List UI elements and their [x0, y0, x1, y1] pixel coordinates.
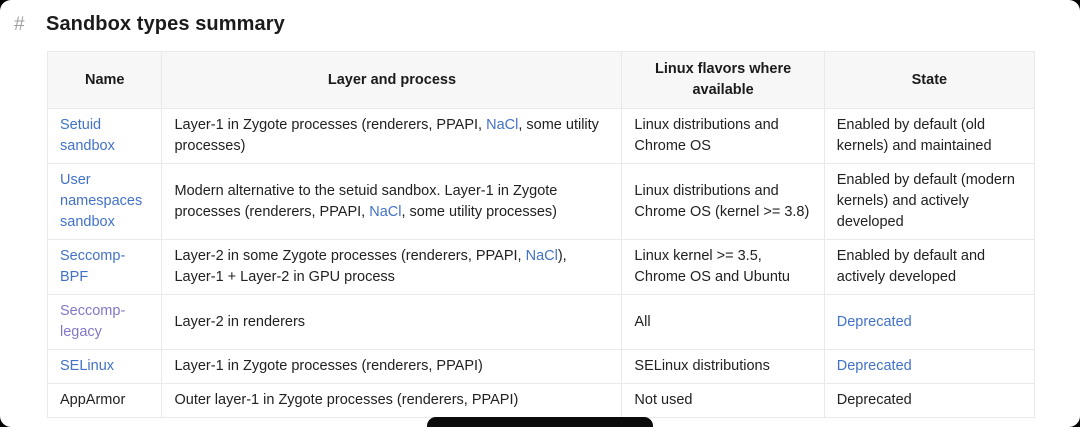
name-cell: AppArmor — [46, 383, 163, 418]
column-header: Name — [46, 51, 163, 109]
layer-cell: Modern alternative to the setuid sandbox… — [161, 163, 623, 240]
heading-anchor-icon[interactable]: # — [14, 13, 25, 35]
name-cell: Seccomp-BPF — [46, 239, 163, 295]
state-cell: Enabled by default (old kernels) and mai… — [823, 108, 1036, 164]
section-heading: # Sandbox types summary — [0, 0, 1080, 36]
name-cell: SELinux — [46, 349, 163, 384]
name-cell: Setuid sandbox — [46, 108, 163, 164]
bottom-bar — [427, 417, 653, 427]
name-cell: User namespaces sandbox — [46, 163, 163, 240]
layer-text: , some utility processes) — [401, 203, 558, 220]
flavors-text: Linux kernel >= 3.5, Chrome OS and Ubunt… — [634, 248, 790, 285]
layer-text: Layer-1 in Zygote processes (renderers, … — [174, 117, 487, 133]
state-text: Deprecated — [836, 392, 912, 408]
table-row: SELinux Layer-1 in Zygote processes (rend… — [46, 349, 1036, 384]
flavors-text: All — [634, 313, 651, 330]
layer-cell: Layer-2 in renderers — [161, 294, 623, 350]
table-row: User namespaces sandbox Modern alternativ… — [46, 163, 1036, 240]
table-row: Setuid sandbox Layer-1 in Zygote processe… — [46, 108, 1036, 164]
sandbox-link[interactable]: Seccomp-BPF — [60, 248, 126, 285]
sandbox-link[interactable]: User namespaces sandbox — [60, 172, 143, 230]
state-cell: Deprecated — [823, 294, 1036, 350]
layer-cell: Outer layer-1 in Zygote processes (rende… — [161, 383, 623, 418]
flavors-cell: Linux kernel >= 3.5, Chrome OS and Ubunt… — [621, 239, 825, 295]
table-row: Seccomp-BPF Layer-2 in some Zygote proces… — [46, 239, 1036, 295]
sandbox-link[interactable]: Seccomp-legacy — [60, 303, 126, 340]
state-cell: Deprecated — [823, 383, 1036, 418]
layer-text: Layer-2 in some Zygote processes (render… — [174, 248, 526, 264]
name-cell: Seccomp-legacy — [46, 294, 163, 350]
flavors-text: Not used — [634, 392, 693, 408]
state-text: Enabled by default and actively develope… — [836, 248, 986, 285]
table-row: AppArmor Outer layer-1 in Zygote processe… — [46, 383, 1036, 418]
state-cell: Enabled by default and actively develope… — [823, 239, 1036, 295]
state-text: Enabled by default (old kernels) and mai… — [836, 117, 992, 154]
layer-cell: Layer-1 in Zygote processes (renderers, … — [161, 108, 623, 164]
table-row: Seccomp-legacy Layer-2 in renderers All Dep… — [46, 294, 1036, 350]
layer-text: Modern alternative to the setuid sandbox… — [174, 182, 558, 220]
flavors-cell: All — [621, 294, 825, 350]
column-header: State — [823, 51, 1036, 109]
column-header: Linux flavors where available — [621, 51, 825, 109]
sandbox-name: AppArmor — [60, 392, 126, 408]
flavors-cell: Not used — [621, 383, 825, 418]
state-cell: Deprecated — [823, 349, 1036, 384]
inline-link[interactable]: NaCl — [486, 117, 519, 133]
flavors-cell: Linux distributions and Chrome OS — [621, 108, 825, 164]
sandbox-link[interactable]: SELinux — [60, 358, 115, 374]
flavors-text: Linux distributions and Chrome OS (kerne… — [634, 182, 810, 220]
inline-link[interactable]: NaCl — [525, 248, 558, 264]
layer-cell: Layer-2 in some Zygote processes (render… — [161, 239, 623, 295]
page-title: Sandbox types summary — [46, 13, 285, 35]
flavors-cell: Linux distributions and Chrome OS (kerne… — [621, 163, 825, 240]
layer-cell: Layer-1 in Zygote processes (renderers, … — [161, 349, 623, 384]
layer-text: , some utility processes) — [174, 117, 599, 154]
layer-text: Outer layer-1 in Zygote processes (rende… — [174, 392, 519, 408]
flavors-text: Linux distributions and Chrome OS — [634, 117, 779, 154]
flavors-cell: SELinux distributions — [621, 349, 825, 384]
state-link[interactable]: Deprecated — [836, 313, 912, 330]
state-cell: Enabled by default (modern kernels) and … — [823, 163, 1036, 240]
sandbox-link[interactable]: Setuid sandbox — [60, 117, 115, 154]
layer-text: Layer-2 in renderers — [174, 313, 306, 330]
layer-text: Layer-1 in Zygote processes (renderers, … — [174, 358, 483, 374]
flavors-text: SELinux distributions — [634, 358, 770, 374]
inline-link[interactable]: NaCl — [369, 203, 402, 220]
column-header: Layer and process — [161, 51, 623, 109]
state-link[interactable]: Deprecated — [836, 358, 912, 374]
layer-text: ), Layer-1 + Layer-2 in GPU process — [174, 248, 567, 285]
state-text: Enabled by default (modern kernels) and … — [836, 172, 1015, 230]
